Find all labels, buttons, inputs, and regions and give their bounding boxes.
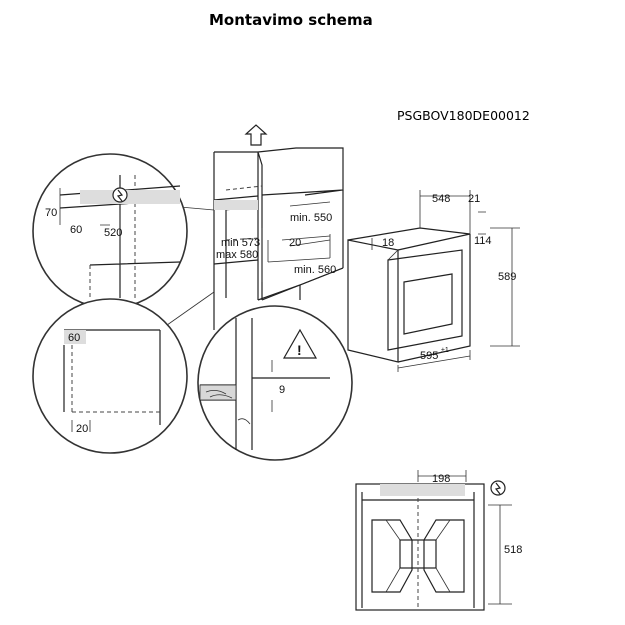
dim-114: 114 — [474, 235, 492, 247]
dim-max-580: max 580 — [216, 249, 258, 261]
warning-icon — [282, 328, 318, 359]
dim-595: 595 — [420, 350, 438, 362]
svg-text:!: ! — [297, 342, 302, 358]
dim-70: 70 — [45, 207, 57, 219]
cabinet-niche — [213, 147, 344, 330]
dim-595-tolerance: ±1 — [441, 347, 449, 354]
dim-min-573: min 573 — [221, 237, 260, 249]
page-title: Montavimo schema — [209, 11, 373, 29]
dim-min-550: min. 550 — [290, 212, 332, 224]
dim-198: 198 — [432, 473, 450, 485]
dim-20-cabinet: 20 — [289, 237, 301, 249]
dim-18: 18 — [382, 237, 394, 249]
oven-top-view — [355, 483, 485, 611]
dim-60-top: 60 — [70, 224, 82, 236]
dim-518: 518 — [504, 544, 522, 556]
dim-60-bottom: 60 — [68, 332, 80, 344]
dim-520: 520 — [104, 227, 122, 239]
detail-circle-top — [32, 153, 188, 309]
oven-perspective — [347, 227, 471, 363]
dim-548: 548 — [432, 193, 450, 205]
dim-21: 21 — [468, 193, 480, 205]
detail-circle-bottom — [32, 298, 188, 454]
model-code: PSGBOV180DE00012 — [397, 108, 530, 123]
detail-circle-center — [197, 305, 353, 461]
dim-20-bottom: 20 — [76, 423, 88, 435]
dim-589: 589 — [498, 271, 516, 283]
arrow-up-icon — [244, 124, 268, 146]
dim-min-560: min. 560 — [294, 264, 336, 276]
dim-9: 9 — [279, 384, 285, 396]
